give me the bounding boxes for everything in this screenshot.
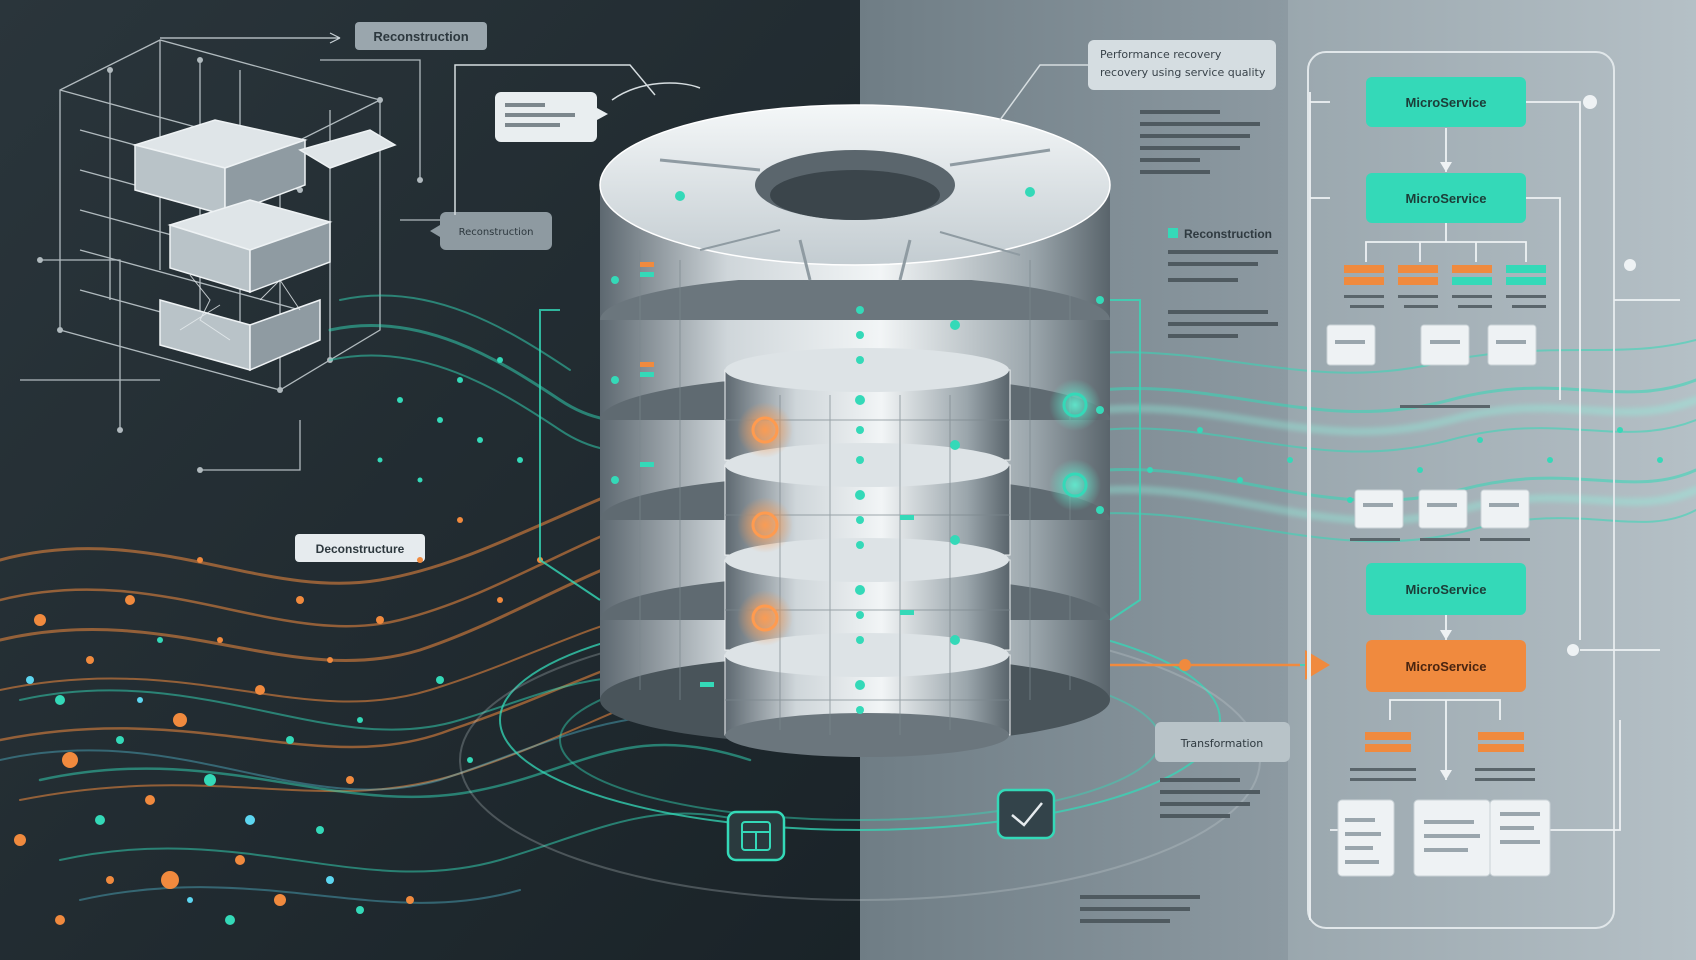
reconstruction-bubble: Reconstruction xyxy=(430,212,552,250)
arrow-right-icon xyxy=(1305,650,1330,680)
check-icon xyxy=(996,788,1056,840)
svg-text:Performance recovery: Performance recovery xyxy=(1100,48,1222,61)
microservice-2: MicroService xyxy=(1366,173,1526,223)
lower-text-block xyxy=(1080,778,1260,923)
orange-node xyxy=(1179,659,1191,671)
svg-text:recovery using service quality: recovery using service quality xyxy=(1100,66,1266,79)
center-reconstruction-text: Reconstruction xyxy=(1168,227,1278,338)
svg-text:MicroService: MicroService xyxy=(1406,191,1487,206)
connector-line xyxy=(611,82,701,101)
connector-line xyxy=(999,64,1088,121)
recomposition-callout: Performance recovery recovery using serv… xyxy=(1088,40,1276,90)
svg-text:Deconstructure: Deconstructure xyxy=(316,542,405,556)
document-icon xyxy=(1326,324,1551,877)
transformation-callout: Transformation xyxy=(1155,722,1290,762)
database-stack-icon xyxy=(599,104,1111,757)
reconstruction-label: Reconstruction xyxy=(355,22,487,50)
status-bars xyxy=(1344,265,1546,752)
deconstructure-label: Deconstructure xyxy=(295,534,425,562)
svg-text:MicroService: MicroService xyxy=(1406,95,1487,110)
microservice-4: MicroService xyxy=(1366,640,1526,692)
svg-text:Reconstruction: Reconstruction xyxy=(373,29,468,44)
table-icon xyxy=(726,810,786,862)
microservice-3: MicroService xyxy=(1366,563,1526,615)
svg-text:MicroService: MicroService xyxy=(1406,582,1487,597)
small-white-bubble xyxy=(495,92,608,142)
svg-text:MicroService: MicroService xyxy=(1406,659,1487,674)
svg-text:Reconstruction: Reconstruction xyxy=(1184,227,1272,241)
microservice-1: MicroService xyxy=(1366,77,1526,127)
service-flow-panel: MicroService MicroService MicroService M… xyxy=(1307,51,1680,929)
arrow-right-icon xyxy=(160,32,341,44)
connector-line xyxy=(454,64,656,215)
svg-text:Transformation: Transformation xyxy=(1180,737,1264,750)
center-text-block xyxy=(1140,110,1260,174)
block-stack xyxy=(132,119,397,372)
svg-text:Reconstruction: Reconstruction xyxy=(459,227,534,238)
